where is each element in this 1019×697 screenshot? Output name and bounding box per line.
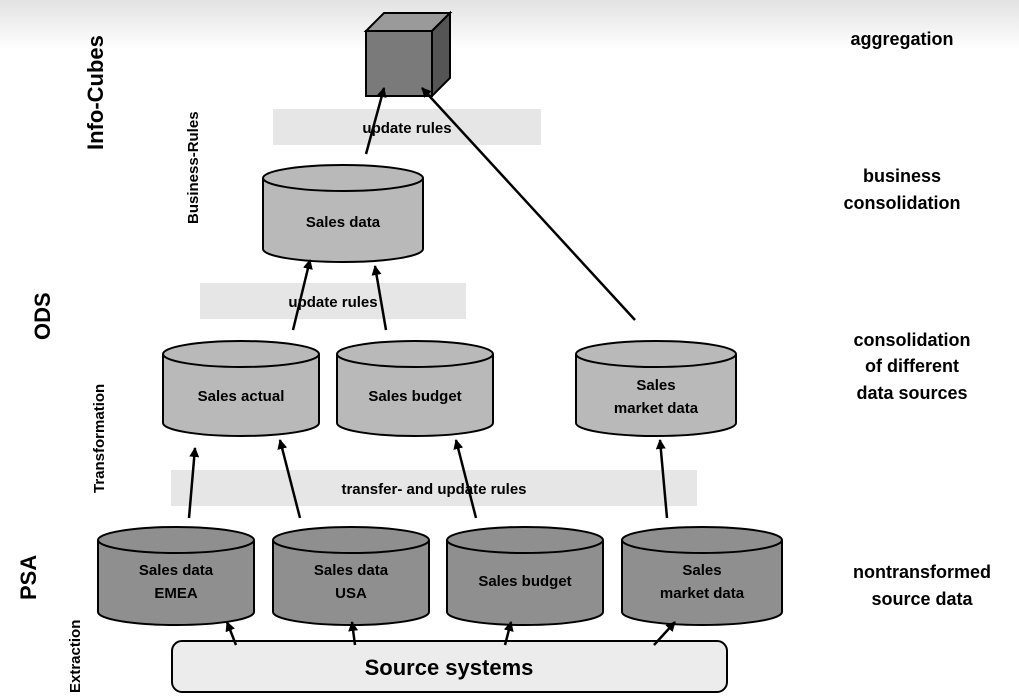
ods-sales-actual-label: Sales actual (198, 388, 285, 405)
arrow-market-to-market (655, 439, 669, 519)
psa-budget-label: Sales budget (478, 573, 571, 590)
desc-business-line1: business (863, 166, 941, 186)
header-fade (0, 0, 1019, 50)
cylinder-psa-sales-data-usa (272, 526, 430, 626)
cylinder-sales-data (262, 164, 424, 263)
cylinder-psa-sales-data-emea (97, 526, 255, 626)
band-transfer-update-rules (171, 470, 697, 506)
layer-label-info-cubes: Info-Cubes (83, 35, 108, 150)
arrow-source-to-market (653, 621, 676, 646)
psa-market-label-line2: market data (660, 585, 745, 602)
desc-consolidation-line2: of different (865, 356, 959, 376)
cylinder-sales-budget-ods (336, 340, 494, 437)
desc-consolidation-line1: consolidation (854, 330, 971, 350)
source-systems-box (171, 640, 728, 693)
psa-emea-label-line2: EMEA (154, 585, 198, 602)
cylinder-sales-market-data-ods (575, 340, 737, 437)
arrow-budget-to-salesdata (371, 265, 388, 331)
ods-sales-budget-label: Sales budget (368, 388, 461, 405)
info-cube-icon (363, 10, 453, 99)
desc-business-line2: consolidation (844, 193, 961, 213)
arrow-usa-to-actual (277, 439, 302, 519)
desc-nontransformed-line2: source data (871, 589, 973, 609)
band-label-middle: update rules (288, 294, 377, 311)
layer-label-ods: ODS (30, 292, 55, 340)
desc-nontransformed-line1: nontransformed (853, 562, 991, 582)
psa-emea-label-line1: Sales data (139, 562, 214, 579)
side-label-transformation: Transformation (91, 384, 108, 493)
arrow-market-to-cube (421, 87, 636, 321)
arrow-actual-to-salesdata (291, 259, 313, 331)
desc-aggregation: aggregation (850, 29, 953, 49)
band-update-rules-middle (200, 283, 466, 319)
cylinder-psa-sales-budget (446, 526, 604, 626)
arrow-source-to-usa (348, 621, 359, 646)
arrow-salesdata-to-cube (364, 87, 387, 155)
arrow-source-to-emea (225, 621, 238, 646)
arrow-budget-to-budget (453, 439, 478, 519)
desc-consolidation-line3: data sources (856, 383, 967, 403)
layer-label-psa: PSA (16, 555, 41, 600)
sales-data-label: Sales data (306, 214, 381, 231)
band-update-rules-top (273, 109, 541, 145)
band-label-top: update rules (362, 120, 451, 137)
band-label-bottom: transfer- and update rules (341, 481, 526, 498)
cylinder-sales-actual (162, 340, 320, 437)
ods-market-label-line2: market data (614, 400, 699, 417)
flow-arrows (187, 87, 676, 646)
side-label-business-rules: Business-Rules (185, 111, 202, 224)
source-systems-label: Source systems (365, 655, 534, 680)
psa-usa-label-line1: Sales data (314, 562, 389, 579)
arrow-source-to-budget (503, 621, 514, 646)
side-label-extraction: Extraction (67, 620, 84, 693)
ods-market-label-line1: Sales (636, 377, 675, 394)
psa-usa-label-line2: USA (335, 585, 367, 602)
psa-market-label-line1: Sales (682, 562, 721, 579)
cylinder-psa-sales-market-data (621, 526, 783, 626)
arrow-emea-to-actual (187, 447, 200, 519)
